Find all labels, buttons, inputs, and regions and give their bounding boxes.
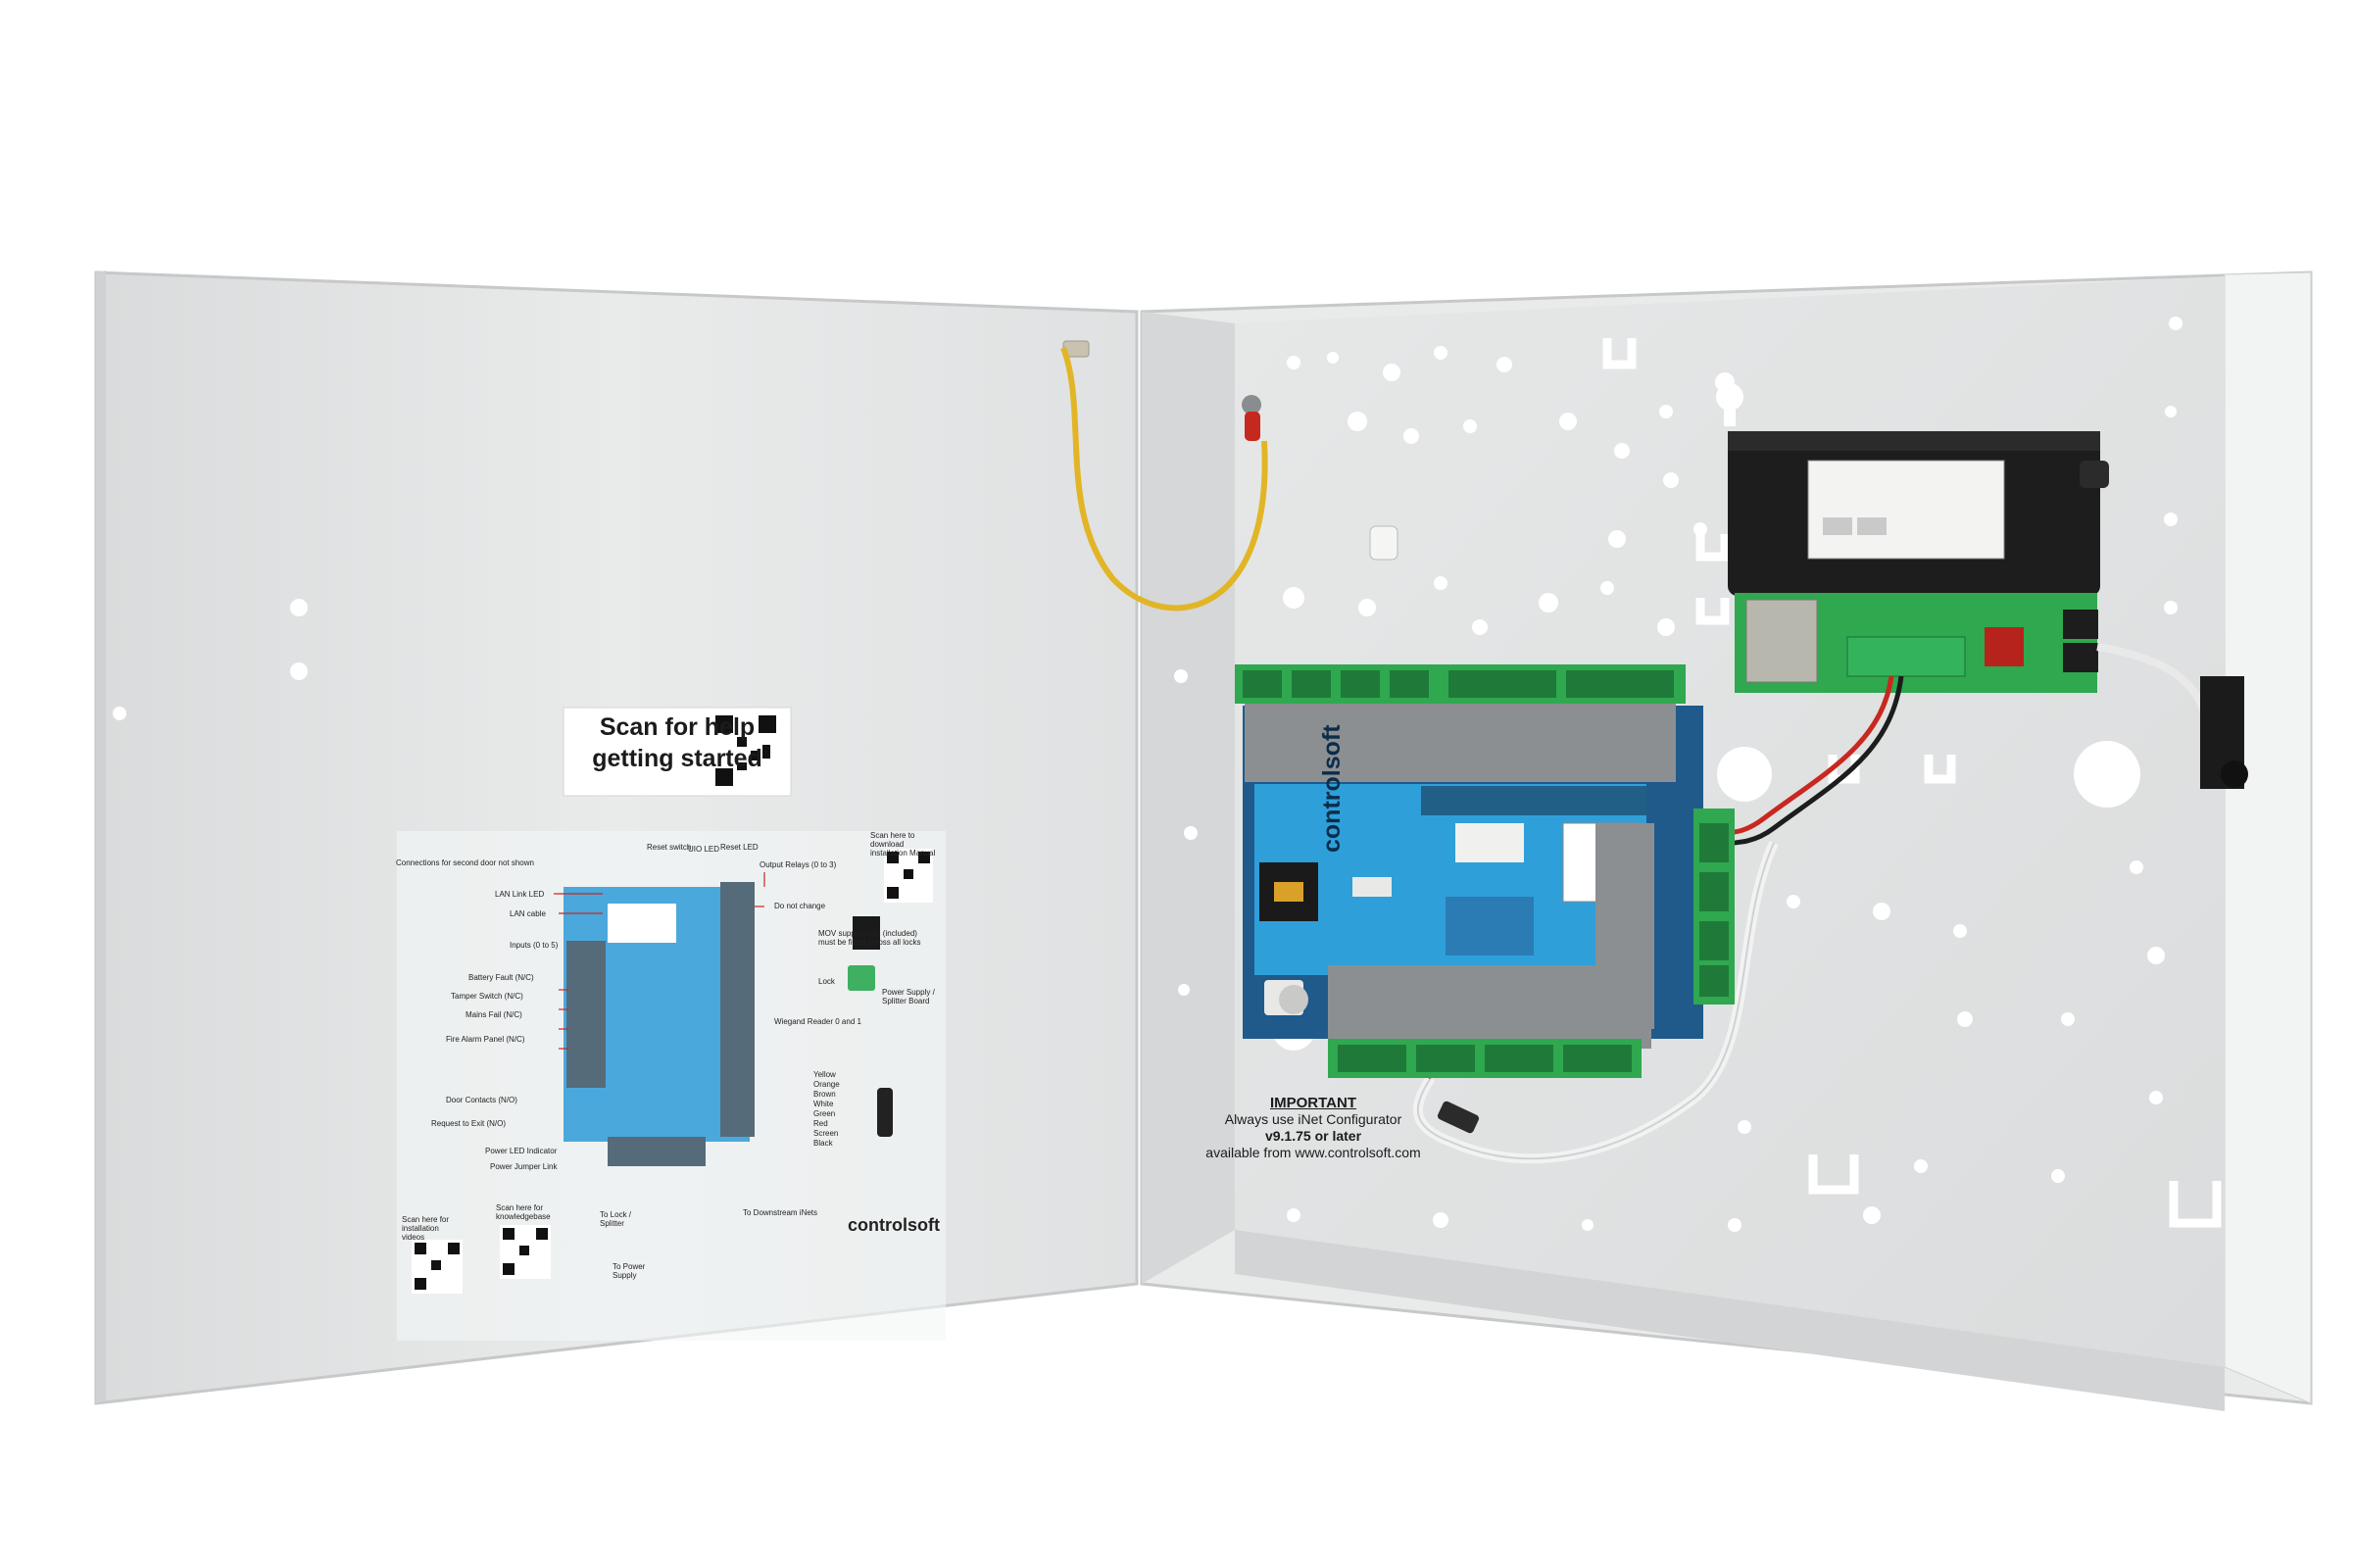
controller-pcb bbox=[1235, 664, 1735, 1078]
wire-color-brown: Brown bbox=[813, 1090, 836, 1099]
wire-color-black: Black bbox=[813, 1139, 833, 1148]
wire-color-green: Green bbox=[813, 1109, 836, 1118]
qr-code-installation-videos bbox=[412, 1240, 463, 1294]
knockout-holes bbox=[1174, 317, 2182, 1232]
wire-color-red: Red bbox=[813, 1119, 828, 1128]
diagram-label: Power Jumper Link bbox=[490, 1162, 558, 1171]
diagram-label: Inputs (0 to 5) bbox=[510, 941, 559, 950]
diagram-brand: controlsoft bbox=[848, 1215, 940, 1235]
diagram-label: Scan here to download installation Manua… bbox=[870, 831, 936, 858]
pcb-brand-label: controlsoft bbox=[1318, 724, 1346, 853]
qr-code-knowledgebase bbox=[500, 1225, 551, 1279]
important-line1: Always use iNet Configurator bbox=[1224, 1111, 1402, 1127]
scan-help-label: Scan for help getting started bbox=[564, 711, 790, 774]
diagram-label: Do not change bbox=[774, 902, 826, 910]
diagram-label: Fire Alarm Panel (N/C) bbox=[446, 1035, 525, 1044]
diagram-label: Door Contacts (N/O) bbox=[446, 1096, 517, 1104]
wire-color-orange: Orange bbox=[813, 1080, 840, 1089]
wire-color-white: White bbox=[813, 1100, 834, 1108]
power-supply-unit bbox=[1728, 431, 2109, 693]
diagram-label: Output Relays (0 to 3) bbox=[760, 860, 837, 869]
diagram-label: Wiegand Reader 0 and 1 bbox=[774, 1017, 861, 1026]
wiring-diagram-sheet bbox=[397, 707, 946, 1341]
important-title: IMPORTANT bbox=[1269, 1095, 1357, 1111]
earth-wire bbox=[1060, 346, 1268, 612]
wire-color-screen: Screen bbox=[813, 1129, 839, 1138]
important-line3: available from www.controlsoft.com bbox=[1205, 1145, 1421, 1160]
scan-help-line1: Scan for help bbox=[599, 713, 756, 741]
qr-code-installation-manual bbox=[884, 849, 933, 903]
diagram-label: Mains Fail (N/C) bbox=[466, 1010, 522, 1019]
diagram-label: To Power Supply bbox=[613, 1262, 646, 1280]
diagram-label: Battery Fault (N/C) bbox=[468, 973, 534, 982]
diagram-label: Reset LED bbox=[720, 843, 759, 852]
important-line2: v9.1.75 or later bbox=[1264, 1128, 1362, 1144]
diagram-label: Scan here for knowledgebase bbox=[496, 1203, 551, 1221]
diagram-label: Connections for second door not shown bbox=[396, 858, 534, 867]
diagram-label: Reset switch bbox=[647, 843, 692, 852]
diagram-label: Request to Exit (N/O) bbox=[431, 1119, 507, 1128]
diagram-label: LAN cable bbox=[510, 909, 546, 918]
wire-color-yellow: Yellow bbox=[813, 1070, 836, 1079]
diagram-label: UIO LED bbox=[688, 845, 720, 854]
diagram-label: To Downstream iNets bbox=[743, 1208, 818, 1217]
diagram-label: Power Supply / Splitter Board bbox=[882, 988, 935, 1005]
diagram-label: Scan here for installation videos bbox=[402, 1215, 450, 1242]
diagram-label: Tamper Switch (N/C) bbox=[451, 992, 523, 1001]
diagram-label: To Lock / Splitter bbox=[600, 1210, 632, 1228]
diagram-label: MOV suppression (included) must be fitte… bbox=[818, 929, 921, 947]
diagram-label: LAN Link LED bbox=[495, 890, 545, 899]
diagram-label: Power LED Indicator bbox=[485, 1147, 558, 1155]
scan-help-line2: getting started bbox=[592, 745, 762, 772]
diagram-label: Lock bbox=[818, 977, 835, 986]
